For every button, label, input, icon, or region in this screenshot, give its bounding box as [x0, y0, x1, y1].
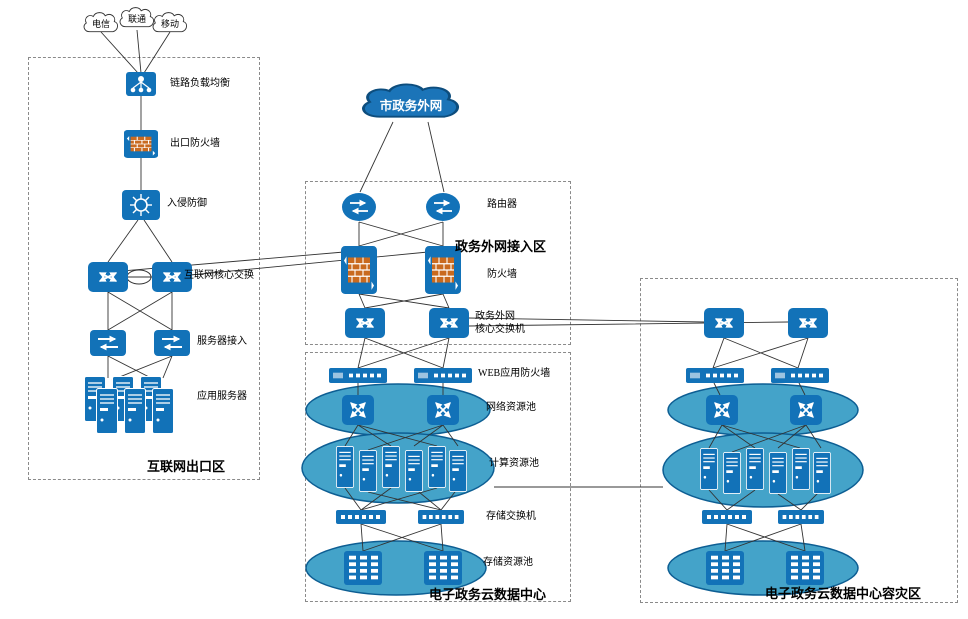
label-internet-core-switch: 互联网核心交换 — [184, 270, 254, 281]
network-pool-ellipse — [305, 383, 491, 437]
exit-firewall-icon — [124, 130, 158, 158]
storage-switch-icon — [336, 510, 386, 524]
label-router: 路由器 — [487, 199, 517, 210]
compute-server-icon — [359, 450, 377, 492]
dr-storage-array-icon — [786, 551, 824, 585]
dr-network-hub-icon — [790, 395, 822, 425]
label-server-access: 服务器接入 — [197, 336, 247, 347]
label-cloud-telecom: 电信 — [92, 19, 111, 29]
waf-icon — [414, 368, 472, 383]
label-app-server: 应用服务器 — [197, 391, 247, 402]
network-hub-icon — [342, 395, 374, 425]
server-access-switch-icon — [90, 330, 126, 356]
connection-lines-middle — [344, 121, 459, 552]
app-server-icon — [124, 388, 146, 434]
firewall-icon — [341, 246, 377, 294]
app-server-icon — [96, 388, 118, 434]
zone-title-cloud-datacenter: 电子政务云数据中心 — [429, 587, 547, 602]
label-gov-extranet-cloud: 市政务外网 — [379, 99, 443, 113]
zone-extranet-access — [305, 181, 571, 345]
dr-waf-icon — [686, 368, 744, 383]
zone-title-cloud-dr: 电子政务云数据中心容灾区 — [765, 586, 922, 601]
extranet-core-switch-icon — [429, 308, 469, 338]
dr-compute-server-icon — [792, 448, 810, 490]
dr-storage-switch-icon — [778, 510, 824, 524]
storage-switch-icon — [418, 510, 464, 524]
label-storage-pool: 存储资源池 — [483, 557, 533, 568]
label-link-load-balancer: 链路负载均衡 — [170, 78, 230, 89]
dr-network-pool-ellipse — [667, 383, 859, 437]
compute-server-icon — [382, 446, 400, 488]
internet-core-switch-icon — [88, 262, 128, 292]
waf-icon — [329, 368, 387, 383]
label-storage-switch: 存储交换机 — [486, 511, 536, 522]
dr-storage-array-icon — [706, 551, 744, 585]
extranet-core-switch-icon — [345, 308, 385, 338]
zone-title-extranet-access: 政务外网接入区 — [455, 239, 547, 254]
storage-array-icon — [424, 551, 462, 585]
label-network-pool: 网络资源池 — [486, 402, 536, 413]
storage-array-icon — [344, 551, 382, 585]
dr-core-switch-icon — [704, 308, 744, 338]
app-server-icon — [152, 388, 174, 434]
intrusion-prevention-icon — [122, 190, 160, 220]
dr-compute-server-icon — [746, 448, 764, 490]
zone-title-internet-exit: 互联网出口区 — [147, 459, 226, 474]
load-balancer-icon — [126, 72, 156, 96]
label-web-app-firewall: WEB应用防火墙 — [478, 368, 551, 379]
label-cloud-mobile: 移动 — [161, 19, 180, 29]
connection-lines-dr — [708, 337, 822, 552]
server-access-switch-icon — [154, 330, 190, 356]
label-compute-pool: 计算资源池 — [489, 458, 539, 469]
connection-lines-left — [100, 29, 173, 381]
compute-server-icon — [428, 446, 446, 488]
dr-compute-server-icon — [700, 448, 718, 490]
dr-compute-server-icon — [813, 452, 831, 494]
label-cloud-unicom: 联通 — [128, 14, 147, 24]
compute-server-icon — [405, 450, 423, 492]
network-hub-icon — [427, 395, 459, 425]
dr-core-switch-icon — [788, 308, 828, 338]
router-icon — [342, 193, 376, 221]
label-firewall: 防火墙 — [487, 269, 517, 280]
dr-storage-switch-icon — [702, 510, 752, 524]
compute-server-icon — [336, 446, 354, 488]
label-extranet-core-switch: 政务外网 核心交换机 — [475, 311, 525, 335]
dr-waf-icon — [771, 368, 829, 383]
label-intrusion-prevention: 入侵防御 — [167, 198, 207, 209]
dr-compute-server-icon — [769, 452, 787, 494]
router-icon — [426, 193, 460, 221]
label-exit-firewall: 出口防火墙 — [170, 138, 220, 149]
dr-network-hub-icon — [706, 395, 738, 425]
compute-server-icon — [449, 450, 467, 492]
dr-compute-server-icon — [723, 452, 741, 494]
zone-cloud-dr — [640, 278, 958, 603]
